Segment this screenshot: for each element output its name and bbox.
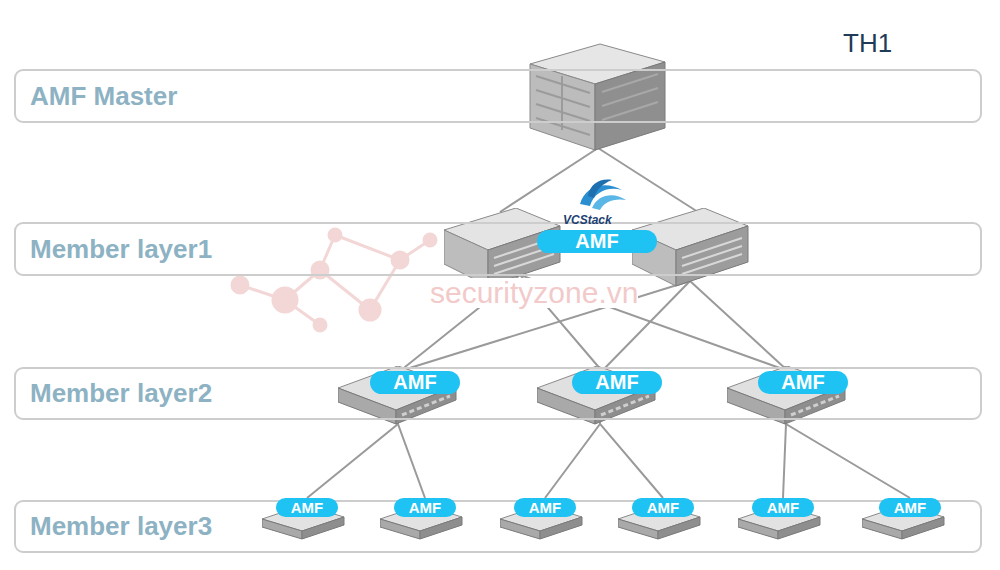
chassis-slots	[536, 76, 590, 135]
layer-name: Member layer1	[16, 224, 980, 274]
badge-text: AMF	[772, 371, 834, 394]
badge-text: AMF	[404, 498, 446, 517]
badge-text: AMF	[642, 498, 684, 517]
amf-badge: AMF	[537, 230, 657, 253]
layer-name: Member layer2	[16, 369, 980, 418]
chassis-front	[530, 64, 595, 150]
molecule-atom	[329, 229, 341, 241]
chassis-side	[595, 62, 665, 150]
chassis-vents	[602, 74, 658, 120]
watermark-molecule	[232, 229, 436, 331]
molecule-atom	[392, 252, 408, 268]
amf-badge: AMF	[758, 371, 848, 394]
watermark: securityzone.vn	[430, 278, 638, 308]
uplink-lines	[400, 148, 788, 371]
layer-band: AMF Master	[14, 69, 982, 123]
molecule-atom	[273, 288, 297, 312]
corner-tag: TH1	[843, 30, 892, 56]
master-chassis	[530, 44, 665, 150]
layer-band: AMFMember layer1	[14, 222, 982, 276]
amf-badge: AMF	[752, 498, 814, 517]
molecule-bond	[335, 235, 400, 260]
logo-swirl	[592, 195, 626, 210]
logo-text: VCStack	[563, 214, 612, 226]
amf-badge: AMF	[370, 371, 460, 394]
badge-text: AMF	[384, 371, 446, 394]
badge-text: AMF	[586, 371, 648, 394]
amf-badge: AMF	[879, 498, 941, 517]
molecule-atom	[424, 234, 436, 246]
badge-text: AMF	[286, 498, 328, 517]
layer-band: AMF AMF AMF AMF AMF AMFMember layer3	[14, 500, 982, 553]
badge-text: AMF	[524, 498, 566, 517]
vcstack-logo	[580, 180, 626, 210]
amf-badge: AMF	[276, 498, 338, 517]
badge-text: AMF	[762, 498, 804, 517]
amf-badge: AMF	[394, 498, 456, 517]
layer-name: AMF Master	[16, 71, 980, 121]
stack-link-line	[690, 281, 788, 371]
badge-text: AMF	[553, 230, 641, 253]
molecule-atom	[314, 319, 326, 331]
uplink-line	[598, 148, 698, 212]
layer-name: Member layer3	[16, 502, 980, 551]
layer-band: AMF AMF AMFMember layer2	[14, 367, 982, 420]
amf-badge: AMF	[572, 371, 662, 394]
molecule-atom	[360, 300, 380, 320]
amf-badge: AMF	[514, 498, 576, 517]
molecule-atom	[232, 277, 248, 293]
amf-badge: AMF	[632, 498, 694, 517]
logo-swirl	[588, 180, 612, 198]
badge-text: AMF	[889, 498, 931, 517]
layer2-switch	[537, 366, 655, 424]
